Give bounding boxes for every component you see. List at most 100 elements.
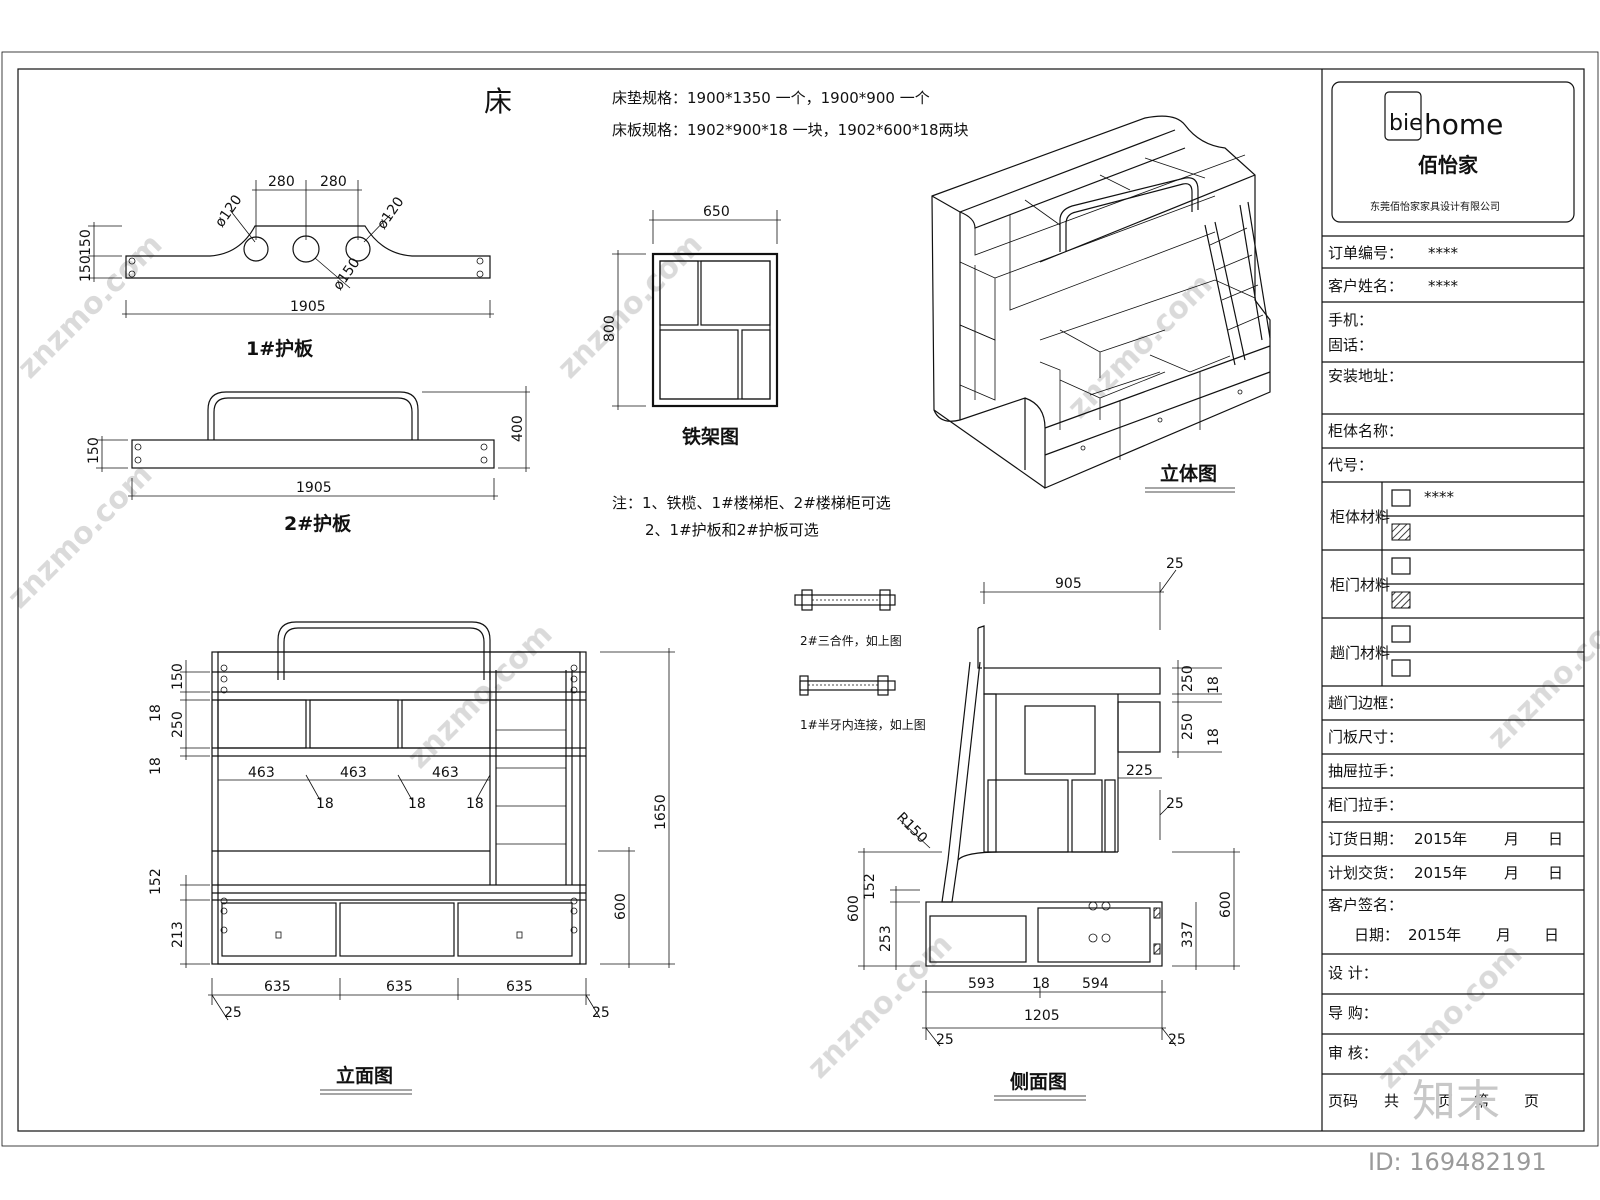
sliding-material-label: 趟门材料: [1330, 644, 1390, 662]
panel-2-drawing: [96, 386, 530, 500]
hardware-drawing: [794, 589, 896, 696]
page-unit-2: 页: [1524, 1092, 1539, 1110]
front-dim-250: 250: [170, 711, 186, 738]
date-day: 日: [1544, 926, 1559, 944]
body-material-label: 柜体材料: [1330, 508, 1390, 526]
front-dim-18-b: 18: [148, 757, 164, 775]
review-label: 审 核：: [1328, 1044, 1378, 1062]
footer-id: ID: 169482191: [1368, 1148, 1547, 1176]
dim-280-b: 280: [320, 174, 347, 190]
side-dim-18-b: 18: [1206, 728, 1222, 746]
company-name: 东莞佰怡家家具设计有限公司: [1370, 200, 1500, 213]
mattress-spec: 床垫规格：1900*1350 一个，1900*900 一个: [612, 89, 930, 107]
dim-800: 800: [602, 315, 618, 342]
plan-date-label: 计划交货：: [1328, 864, 1403, 882]
watermark: znzmo.com: [551, 227, 710, 386]
dim-d150: ø150: [330, 255, 363, 293]
page-unit: 页: [1438, 1092, 1453, 1110]
side-dim-25-mid: 25: [1166, 796, 1184, 812]
side-dim-25-b: 25: [1168, 1032, 1186, 1048]
customer-sign-label: 客户签名：: [1328, 896, 1403, 914]
front-dim-213: 213: [170, 921, 186, 948]
date-label: 日期：: [1354, 926, 1399, 944]
outer-border: [1, 51, 1599, 1147]
side-dim-225: 225: [1126, 763, 1153, 779]
cabinet-name-label: 柜体名称：: [1328, 422, 1403, 440]
page-total: 共: [1384, 1092, 1399, 1110]
side-dim-25-a: 25: [936, 1032, 954, 1048]
side-dim-253: 253: [878, 925, 894, 952]
address-label: 安装地址：: [1328, 367, 1403, 385]
side-dim-250-a: 250: [1180, 665, 1196, 692]
front-dim-25-a: 25: [224, 1005, 242, 1021]
inner-border: [17, 68, 1585, 1132]
front-dim-18-d: 18: [408, 796, 426, 812]
customer-value: ****: [1428, 277, 1459, 295]
panel-1-label: 1#护板: [246, 337, 314, 360]
front-dim-18-e: 18: [466, 796, 484, 812]
dim-150-b: 150: [78, 255, 94, 282]
hardware-item-2: 1#半牙内连接，如上图: [800, 717, 926, 732]
side-elevation-label: 侧面图: [1010, 1071, 1067, 1093]
front-dim-25-b: 25: [592, 1005, 610, 1021]
body-material-value: ****: [1424, 488, 1455, 506]
plan-year: 2015年: [1414, 864, 1467, 882]
side-dim-r150: R150: [893, 810, 930, 847]
date-month: 月: [1496, 926, 1511, 944]
dim-d120-a: ø120: [212, 192, 245, 230]
sliding-frame-label: 趟门边框：: [1328, 694, 1403, 712]
side-dim-1205: 1205: [1024, 1008, 1060, 1024]
side-dim-250-b: 250: [1180, 713, 1196, 740]
door-size-label: 门板尺寸：: [1328, 728, 1403, 746]
door-handle-label: 柜门拉手：: [1328, 796, 1403, 814]
side-dim-600-left: 600: [846, 895, 862, 922]
dim-1905-panel2: 1905: [296, 480, 332, 496]
watermark: znzmo.com: [1371, 937, 1530, 1096]
watermark: znzmo.com: [1481, 597, 1600, 756]
mobile-label: 手机：: [1328, 311, 1373, 329]
side-dim-905: 905: [1055, 576, 1082, 592]
dim-150-panel2: 150: [86, 437, 102, 464]
title-block: [1321, 69, 1584, 1131]
front-dim-150: 150: [170, 663, 186, 690]
front-dim-600: 600: [613, 893, 629, 920]
dim-400: 400: [510, 415, 526, 442]
drawer-handle-label: 抽屉拉手：: [1328, 762, 1403, 780]
order-year: 2015年: [1414, 830, 1467, 848]
isometric-drawing: [931, 115, 1271, 489]
dim-280-a: 280: [268, 174, 295, 190]
phone-label: 固话：: [1328, 336, 1373, 354]
order-month: 月: [1504, 830, 1519, 848]
code-label: 代号：: [1328, 456, 1373, 474]
side-dim-25-top: 25: [1166, 556, 1184, 572]
footer-brand: 知末: [1412, 1076, 1500, 1127]
watermark: znzmo.com: [1061, 267, 1220, 426]
panel-1-drawing: [88, 180, 494, 318]
board-spec: 床板规格：1902*900*18 一块，1902*600*18两块: [612, 121, 969, 139]
logo-home: home: [1424, 108, 1503, 141]
order-no-label: 订单编号：: [1328, 244, 1403, 262]
iron-frame-label: 铁架图: [682, 425, 739, 448]
design-label: 设 计：: [1328, 964, 1378, 982]
customer-label: 客户姓名：: [1328, 277, 1403, 295]
front-elevation-label: 立面图: [336, 1064, 393, 1087]
side-elevation-drawing: [858, 569, 1240, 1047]
iron-frame-drawing: [612, 210, 781, 410]
front-dim-18-c: 18: [316, 796, 334, 812]
front-dim-635-c: 635: [506, 979, 533, 995]
side-dim-152: 152: [862, 873, 878, 900]
front-dim-635-b: 635: [386, 979, 413, 995]
front-dim-463-c: 463: [432, 765, 459, 781]
side-dim-594: 594: [1082, 976, 1109, 992]
hardware-item-1: 2#三合件，如上图: [800, 633, 902, 648]
side-dim-600-right: 600: [1218, 891, 1234, 918]
date-year: 2015年: [1408, 926, 1461, 944]
front-dim-463-a: 463: [248, 765, 275, 781]
note-line-2: 2、1#护板和2#护板可选: [645, 521, 819, 539]
brand-name: 佰怡家: [1418, 153, 1479, 177]
dim-d120-b: ø120: [374, 194, 407, 232]
front-dim-18-a: 18: [148, 704, 164, 722]
order-day: 日: [1548, 830, 1563, 848]
plan-month: 月: [1504, 864, 1519, 882]
